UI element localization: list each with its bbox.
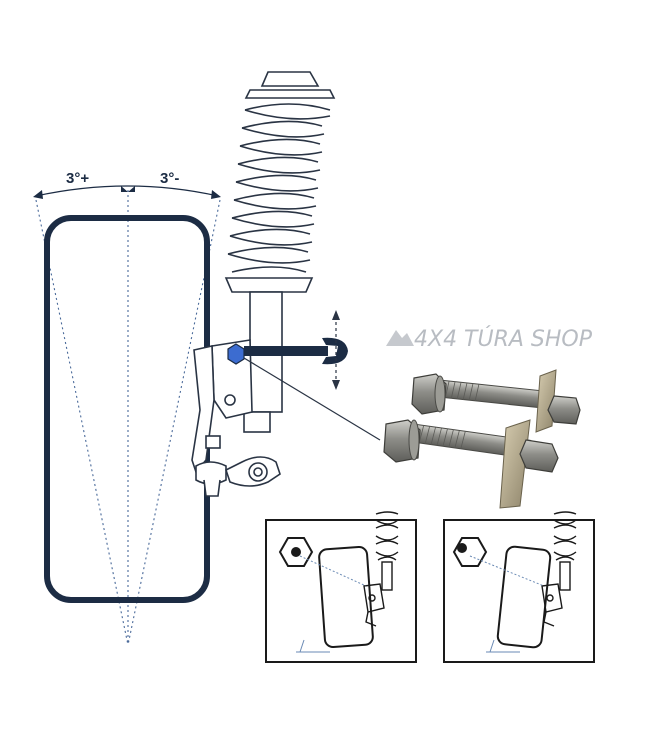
inset-spring bbox=[541, 511, 577, 627]
inset-panel-left bbox=[265, 511, 417, 663]
strut-lower-tube bbox=[243, 411, 271, 433]
camber-angle-indicator: 3°+ 3°- bbox=[33, 170, 221, 199]
ball-joint-stud bbox=[203, 479, 221, 497]
top-mount-plate bbox=[244, 89, 336, 99]
inset-spring bbox=[363, 511, 399, 627]
inset-panel-right bbox=[443, 511, 595, 663]
cam-bolt-pair bbox=[383, 369, 581, 509]
watermark: 4X4 TÚRA SHOP bbox=[386, 326, 593, 352]
arrow-mid-right-icon bbox=[128, 186, 135, 192]
cam-bolt-highlight-icon bbox=[227, 343, 245, 365]
spring-seat bbox=[224, 277, 314, 293]
leader-line bbox=[243, 357, 381, 441]
wrench-icon bbox=[244, 310, 348, 390]
angle-negative-label: 3°- bbox=[160, 170, 179, 187]
tie-rod-nut bbox=[205, 435, 221, 449]
ball-joint bbox=[195, 461, 227, 485]
steering-knuckle bbox=[191, 345, 215, 474]
arrow-down-icon bbox=[332, 380, 340, 390]
arrow-up-icon bbox=[332, 310, 340, 320]
positive-camber-line bbox=[35, 199, 129, 646]
watermark-text: 4X4 TÚRA SHOP bbox=[414, 326, 593, 352]
coil-spring bbox=[227, 103, 331, 273]
cam-bolt-top bbox=[411, 369, 581, 433]
top-mount bbox=[260, 71, 320, 87]
strut-assembly bbox=[191, 71, 336, 497]
camber-dotted-lines bbox=[35, 190, 221, 646]
wheel-outline bbox=[44, 215, 210, 603]
angle-positive-label: 3°+ bbox=[66, 170, 89, 187]
inset-wheel-outline bbox=[496, 545, 552, 649]
hex-nut-icon bbox=[452, 537, 488, 567]
bracket-bolt-lower bbox=[224, 394, 236, 406]
arrow-right-icon bbox=[211, 190, 221, 199]
arrow-left-icon bbox=[33, 190, 43, 199]
arrow-mid-left-icon bbox=[121, 186, 128, 192]
mountain-logo-icon bbox=[386, 330, 414, 346]
cam-bolt-bottom bbox=[383, 419, 559, 509]
angle-arc bbox=[35, 185, 219, 197]
